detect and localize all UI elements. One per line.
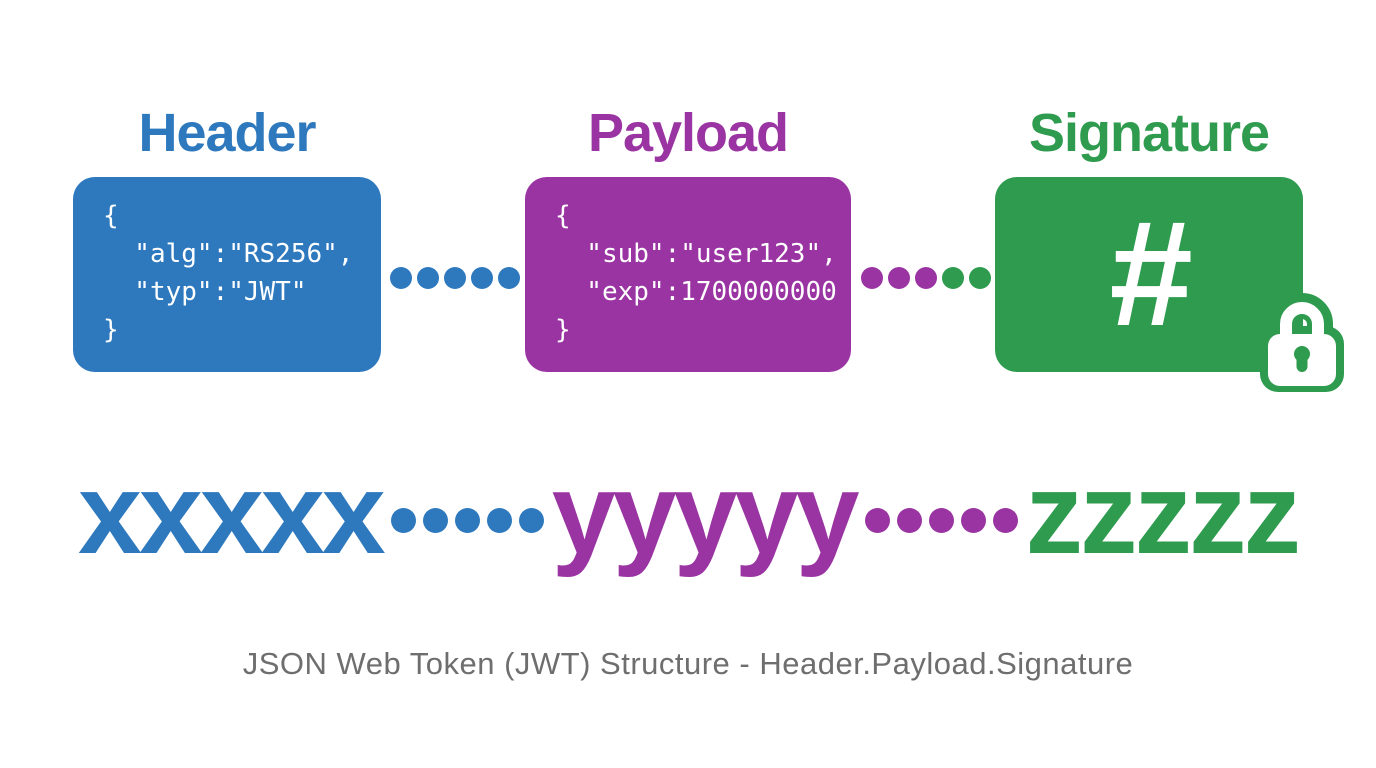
payload-title: Payload: [587, 103, 789, 163]
payload-box: { "sub":"user123", "exp":1700000000 }: [525, 177, 851, 372]
dot: [915, 267, 937, 289]
header-code-block: { "alg":"RS256", "typ":"JWT" }: [103, 197, 353, 349]
dot: [942, 267, 964, 289]
header-title: Header: [138, 103, 316, 163]
hash-symbol: #: [1107, 188, 1191, 357]
token-separator-dots-2: [864, 508, 1018, 533]
dot: [928, 508, 954, 533]
code-line: "typ":"JWT": [103, 277, 307, 307]
dot: [518, 508, 544, 533]
token-part-signature: zzzzz: [1025, 450, 1301, 578]
signature-box: #: [995, 177, 1303, 372]
code-line: }: [103, 315, 119, 345]
dot: [498, 267, 520, 289]
dot: [960, 508, 986, 533]
dot: [486, 508, 512, 533]
dot: [417, 267, 439, 289]
code-line: {: [103, 201, 119, 231]
lock-icon: [1260, 293, 1344, 392]
connector-dots-header-payload: [390, 267, 520, 289]
token-row: xxxxx yyyyy zzzzz: [0, 457, 1376, 572]
code-line: "exp":1700000000: [555, 277, 837, 307]
dot: [896, 508, 922, 533]
caption: JSON Web Token (JWT) Structure - Header.…: [242, 646, 1134, 681]
dot: [861, 267, 883, 289]
connector-dots-payload-signature: [861, 267, 991, 289]
token-part-header: xxxxx: [77, 450, 386, 578]
code-line: "sub":"user123",: [555, 239, 837, 269]
dot: [390, 267, 412, 289]
token-separator-dots-1: [390, 508, 544, 533]
dot: [390, 508, 416, 533]
dot: [864, 508, 890, 533]
dot: [992, 508, 1018, 533]
code-line: {: [555, 201, 571, 231]
dot: [454, 508, 480, 533]
dot: [422, 508, 448, 533]
dot: [888, 267, 910, 289]
signature-title: Signature: [1028, 103, 1270, 163]
code-line: "alg":"RS256",: [103, 239, 354, 269]
payload-code-block: { "sub":"user123", "exp":1700000000 }: [555, 197, 837, 349]
dot: [471, 267, 493, 289]
dot: [444, 267, 466, 289]
code-line: }: [555, 315, 571, 345]
token-part-payload: yyyyy: [551, 450, 860, 578]
header-box: { "alg":"RS256", "typ":"JWT" }: [73, 177, 381, 372]
dot: [969, 267, 991, 289]
